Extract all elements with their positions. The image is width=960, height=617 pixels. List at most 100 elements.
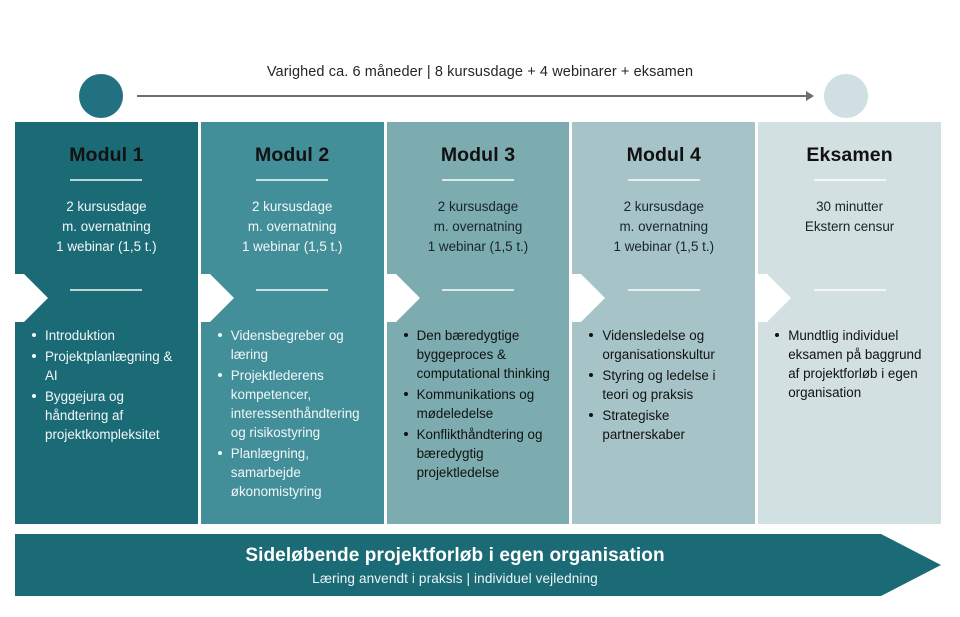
module-title: Modul 1	[69, 144, 144, 166]
module-topic-label: Byggejura og håndtering af projektkomple…	[45, 389, 160, 442]
module-topic-item: Vidensledelse og organisationskultur	[589, 326, 743, 364]
module-topic-item: Styring og ledelse i teori og praksis	[589, 366, 743, 404]
meta-divider	[70, 289, 143, 291]
meta-divider	[256, 289, 329, 291]
timeline-line	[137, 95, 809, 97]
module-columns: Modul 1 2 kursusdage m. overnatning 1 webin…	[15, 122, 941, 524]
module-title: Modul 3	[440, 144, 516, 166]
module-column-4[interactable]: Modul 4 2 kursusdage m. overnatning 1 webin…	[572, 122, 756, 524]
module-topic-item: Introduktion	[32, 326, 186, 345]
bullet-icon	[217, 373, 222, 377]
bottom-banner: Sideløbende projektforløb i egen organis…	[15, 534, 941, 596]
module-meta-line: 1 webinar (1,5 t.)	[241, 238, 343, 254]
module-topic-item: Mundtlig individuel eksamen på baggrund …	[775, 326, 929, 402]
module-title: Modul 4	[626, 144, 701, 166]
bullet-icon	[403, 432, 408, 436]
module-column-content: Modul 1 2 kursusdage m. overnatning 1 webin…	[15, 122, 198, 524]
bullet-icon	[589, 413, 594, 417]
module-meta-line: 2 kursusdage	[437, 198, 519, 214]
module-topic-label: Projektplanlægning & AI	[45, 349, 173, 383]
module-meta-line: 1 webinar (1,5 t.)	[427, 238, 529, 254]
module-meta-line: m. overnatning	[247, 218, 337, 234]
module-topic-label: Introduktion	[45, 328, 115, 343]
module-meta-line: 2 kursusdage	[251, 198, 333, 214]
bullet-icon	[32, 394, 36, 398]
title-divider	[627, 179, 700, 181]
module-topic-item: Vidensbegreber og læring	[217, 326, 372, 364]
module-meta-line: Ekstern censur	[804, 218, 895, 234]
bullet-icon	[32, 333, 36, 337]
timeline-caption: Varighed ca. 6 måneder | 8 kursusdage + …	[266, 64, 694, 80]
module-column-1[interactable]: Modul 1 2 kursusdage m. overnatning 1 webin…	[15, 122, 198, 524]
module-topic-item: Strategiske partnerskaber	[589, 406, 743, 444]
banner-title: Sideløbende projektforløb i egen organis…	[245, 544, 665, 566]
module-meta-line: m. overnatning	[62, 218, 151, 234]
module-meta-line: 2 kursusdage	[66, 198, 147, 214]
module-column-3[interactable]: Modul 3 2 kursusdage m. overnatning 1 webin…	[386, 122, 570, 524]
module-meta: 2 kursusdage m. overnatning 1 webinar (1,5…	[215, 197, 370, 257]
module-topic-item: Kommunikations og mødeledelse	[403, 385, 558, 423]
title-divider	[441, 179, 514, 181]
module-column-2[interactable]: Modul 2 2 kursusdage m. overnatning 1 webin…	[200, 122, 384, 524]
module-topic-label: Projektlederens kompetencer, interessent…	[230, 368, 360, 440]
module-meta-line: 30 minutter	[816, 198, 884, 214]
module-title: Eksamen	[806, 144, 893, 166]
module-topic-label: Konflikthåndtering og bæredygtig projekt…	[416, 427, 543, 480]
module-meta: 2 kursusdage m. overnatning 1 webinar (1,5…	[29, 197, 184, 257]
bullet-icon	[217, 333, 222, 337]
module-topic-list: Mundtlig individuel eksamen på baggrund …	[772, 326, 929, 404]
module-column-content: Modul 4 2 kursusdage m. overnatning 1 webin…	[572, 122, 755, 524]
module-meta-line: 1 webinar (1,5 t.)	[56, 238, 157, 254]
title-divider	[70, 179, 143, 181]
module-topic-label: Styring og ledelse i teori og praksis	[602, 368, 716, 402]
module-topic-label: Den bæredygtige byggeproces & computatio…	[416, 328, 550, 381]
bullet-icon	[589, 333, 594, 337]
module-column-content: Modul 3 2 kursusdage m. overnatning 1 webin…	[387, 122, 570, 524]
module-topic-list: Den bæredygtige byggeproces & computatio…	[401, 326, 558, 484]
title-divider	[256, 179, 329, 181]
bullet-icon	[403, 392, 408, 396]
meta-divider	[441, 289, 514, 291]
banner-subtitle: Læring anvendt i praksis | individuel ve…	[312, 570, 598, 586]
module-meta-line: 2 kursusdage	[623, 198, 704, 214]
bullet-icon	[32, 354, 36, 358]
bullet-icon	[589, 373, 594, 377]
banner-arrow-shape	[15, 534, 941, 596]
module-topic-label: Vidensledelse og organisationskultur	[602, 328, 715, 362]
banner-text-group: Sideløbende projektforløb i egen organis…	[15, 534, 895, 596]
module-meta-line: 1 webinar (1,5 t.)	[613, 238, 715, 254]
module-topic-item: Projektlederens kompetencer, interessent…	[217, 366, 372, 442]
module-meta: 2 kursusdage m. overnatning 1 webinar (1,5…	[401, 197, 556, 257]
timeline-header: Varighed ca. 6 måneder | 8 kursusdage + …	[0, 0, 960, 118]
bullet-icon	[403, 333, 408, 337]
module-meta: 2 kursusdage m. overnatning 1 webinar (1,5…	[586, 197, 741, 257]
module-topic-item: Projektplanlægning & AI	[32, 347, 186, 385]
module-title: Modul 2	[255, 144, 330, 166]
meta-divider	[627, 289, 700, 291]
bullet-icon	[775, 333, 780, 337]
module-topic-label: Mundtlig individuel eksamen på baggrund …	[788, 328, 922, 400]
module-topic-label: Kommunikations og mødeledelse	[416, 387, 535, 421]
module-topic-item: Byggejura og håndtering af projektkomple…	[32, 387, 186, 444]
module-topic-item: Planlægning, samarbejde økonomistyring	[217, 444, 372, 501]
meta-divider	[813, 289, 886, 291]
module-topic-label: Vidensbegreber og læring	[230, 328, 344, 362]
title-divider	[813, 179, 886, 181]
module-meta-line: m. overnatning	[619, 218, 709, 234]
module-topic-label: Strategiske partnerskaber	[602, 408, 686, 442]
module-topic-item: Den bæredygtige byggeproces & computatio…	[403, 326, 558, 383]
timeline-start-dot	[79, 74, 123, 118]
module-topic-item: Konflikthåndtering og bæredygtig projekt…	[403, 425, 558, 482]
module-topic-label: Planlægning, samarbejde økonomistyring	[230, 446, 322, 499]
module-column-content: Modul 2 2 kursusdage m. overnatning 1 webin…	[201, 122, 384, 524]
timeline-arrowhead-icon	[806, 91, 814, 101]
module-meta-line: m. overnatning	[433, 218, 523, 234]
bullet-icon	[217, 451, 222, 455]
timeline-end-dot	[824, 74, 868, 118]
